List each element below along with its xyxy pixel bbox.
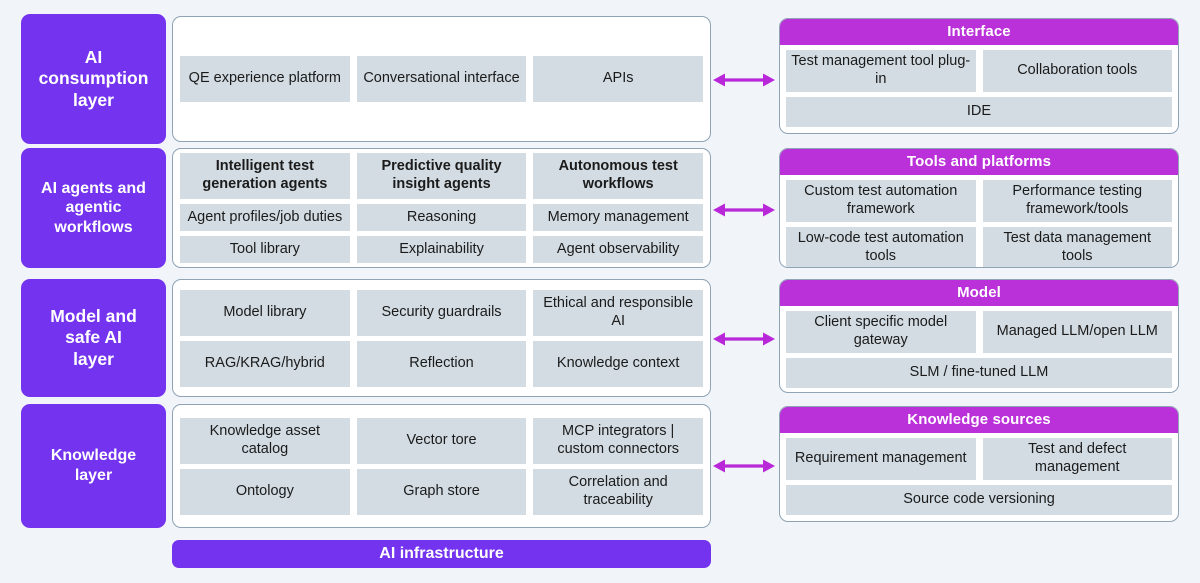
right-panel-title: Tools and platforms: [780, 149, 1178, 175]
right-panel-title: Knowledge sources: [780, 407, 1178, 433]
source-row: Custom test automation framework Perform…: [786, 180, 1172, 222]
capability-cell[interactable]: Security guardrails: [356, 289, 527, 336]
layer-chip-label: Model and safe AI layer: [50, 305, 137, 369]
right-panel-title: Interface: [780, 19, 1178, 45]
capability-cell-header[interactable]: Autonomous test workflows: [533, 153, 704, 199]
capability-cell[interactable]: APIs: [533, 56, 704, 102]
source-row: IDE: [786, 97, 1172, 127]
source-cell[interactable]: Test and defect management: [982, 438, 1172, 480]
center-panel-knowledge-capabilities: Knowledge asset catalog Vector tore MCP …: [172, 404, 711, 528]
source-cell[interactable]: IDE: [786, 97, 1172, 127]
capability-row: Agent profiles/job duties Reasoning Memo…: [180, 204, 704, 231]
connector-model-model: [713, 332, 775, 346]
source-row: Test management tool plug-in Collaborati…: [786, 50, 1172, 92]
right-panel-interface: Interface Test management tool plug-in C…: [779, 18, 1179, 134]
source-row: Requirement management Test and defect m…: [786, 438, 1172, 480]
source-cell[interactable]: Managed LLM/open LLM: [982, 311, 1172, 353]
capability-cell[interactable]: RAG/KRAG/hybrid: [180, 340, 350, 387]
layer-chip-knowledge-layer[interactable]: Knowledge layer: [21, 404, 166, 528]
capability-cell[interactable]: Reasoning: [356, 204, 527, 231]
center-panel-ai-consumption-capabilities: QE experience platform Conversational in…: [172, 16, 711, 142]
right-panel-body: Client specific model gateway Managed LL…: [780, 306, 1178, 392]
source-cell[interactable]: Source code versioning: [786, 485, 1172, 515]
capability-cell[interactable]: Knowledge asset catalog: [180, 417, 350, 464]
ai-infrastructure-label: AI infrastructure: [379, 545, 504, 562]
layer-chip-ai-agents-and-agentic-workflows[interactable]: AI agents and agentic workflows: [21, 148, 166, 268]
source-cell[interactable]: SLM / fine-tuned LLM: [786, 358, 1172, 388]
capability-cell-header[interactable]: Intelligent test generation agents: [180, 153, 350, 199]
capability-row: RAG/KRAG/hybrid Reflection Knowledge con…: [180, 340, 704, 387]
right-panel-knowledge-sources: Knowledge sources Requirement management…: [779, 406, 1179, 522]
source-cell[interactable]: Custom test automation framework: [786, 180, 976, 222]
double-arrow-horizontal-icon: [713, 203, 775, 217]
capability-cell[interactable]: MCP integrators | custom connectors: [533, 417, 704, 464]
capability-cell[interactable]: Knowledge context: [533, 340, 704, 387]
connector-consumption-interface: [713, 73, 775, 87]
connector-knowledge-sources: [713, 459, 775, 473]
layer-chip-label: AI agents and agentic workflows: [41, 179, 146, 236]
capability-cell[interactable]: Correlation and traceability: [533, 468, 704, 515]
capability-cell[interactable]: Vector tore: [356, 417, 527, 464]
right-panel-body: Requirement management Test and defect m…: [780, 433, 1178, 521]
capability-cell[interactable]: Ethical and responsible AI: [533, 289, 704, 336]
connector-agents-tools: [713, 203, 775, 217]
capability-cell[interactable]: Agent profiles/job duties: [180, 204, 350, 231]
capability-cell[interactable]: Agent observability: [533, 236, 704, 263]
layer-chip-ai-consumption-layer[interactable]: AI consumption layer: [21, 14, 166, 144]
capability-row: Model library Security guardrails Ethica…: [180, 289, 704, 336]
capability-cell[interactable]: Reflection: [356, 340, 527, 387]
capability-row: Tool library Explainability Agent observ…: [180, 236, 704, 263]
right-panel-body: Test management tool plug-in Collaborati…: [780, 45, 1178, 133]
capability-cell[interactable]: QE experience platform: [180, 56, 350, 102]
source-cell[interactable]: Test data management tools: [982, 227, 1172, 267]
right-panel-tools-and-platforms: Tools and platforms Custom test automati…: [779, 148, 1179, 268]
double-arrow-horizontal-icon: [713, 73, 775, 87]
source-cell[interactable]: Low-code test automation tools: [786, 227, 976, 267]
right-panel-body: Custom test automation framework Perform…: [780, 175, 1178, 267]
right-panel-title: Model: [780, 280, 1178, 306]
source-cell[interactable]: Requirement management: [786, 438, 976, 480]
capability-cell[interactable]: Ontology: [180, 468, 350, 515]
source-row: Source code versioning: [786, 485, 1172, 515]
ai-infrastructure-bar[interactable]: AI infrastructure: [172, 540, 711, 568]
right-panel-model: Model Client specific model gateway Mana…: [779, 279, 1179, 393]
center-panel-ai-agents-capabilities: Intelligent test generation agents Predi…: [172, 148, 711, 268]
capability-cell-header[interactable]: Predictive quality insight agents: [356, 153, 527, 199]
source-row: Client specific model gateway Managed LL…: [786, 311, 1172, 353]
source-cell[interactable]: Performance testing framework/tools: [982, 180, 1172, 222]
layer-chip-label: AI consumption layer: [38, 46, 149, 110]
layer-chip-model-and-safe-ai-layer[interactable]: Model and safe AI layer: [21, 279, 166, 397]
layer-chip-label: Knowledge layer: [50, 447, 137, 484]
double-arrow-horizontal-icon: [713, 459, 775, 473]
double-arrow-horizontal-icon: [713, 332, 775, 346]
source-row: SLM / fine-tuned LLM: [786, 358, 1172, 388]
capability-row: Knowledge asset catalog Vector tore MCP …: [180, 417, 704, 464]
center-panel-model-and-safe-ai-capabilities: Model library Security guardrails Ethica…: [172, 279, 711, 397]
capability-cell[interactable]: Tool library: [180, 236, 350, 263]
source-cell[interactable]: Client specific model gateway: [786, 311, 976, 353]
capability-cell[interactable]: Graph store: [356, 468, 527, 515]
source-cell[interactable]: Test management tool plug-in: [786, 50, 976, 92]
source-row: Low-code test automation tools Test data…: [786, 227, 1172, 267]
capability-cell[interactable]: Memory management: [533, 204, 704, 231]
capability-cell[interactable]: Model library: [180, 289, 350, 336]
capability-row: Intelligent test generation agents Predi…: [180, 153, 704, 199]
capability-row: Ontology Graph store Correlation and tra…: [180, 468, 704, 515]
capability-cell[interactable]: Explainability: [356, 236, 527, 263]
source-cell[interactable]: Collaboration tools: [982, 50, 1172, 92]
capability-cell[interactable]: Conversational interface: [356, 56, 527, 102]
capability-row: QE experience platform Conversational in…: [180, 56, 704, 102]
